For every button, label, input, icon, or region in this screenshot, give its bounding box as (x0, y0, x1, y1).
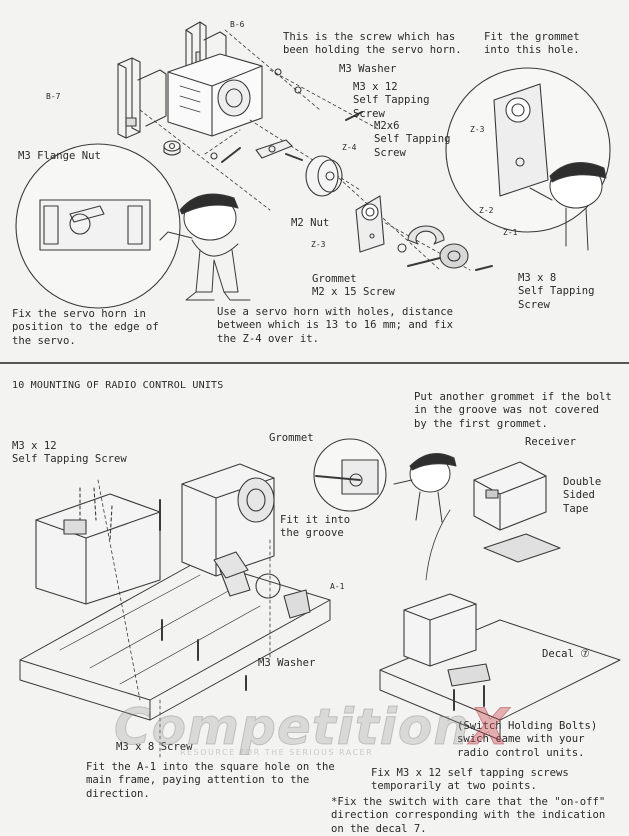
watermark-tagline: RESOURCE FOR THE SERIOUS RACER (180, 748, 374, 757)
watermark-x: X (469, 698, 510, 756)
callout-another-grommet: Put another grommet if the bolt in the g… (414, 391, 612, 430)
callout-m2x6: M2x6 Self Tapping Screw (374, 120, 451, 159)
label-z1: Z-1 (503, 228, 518, 237)
section-heading: 10 MOUNTING OF RADIO CONTROL UNITS (12, 380, 224, 391)
callout-m2-nut: M2 Nut (291, 217, 330, 229)
bracket-b7-drawing (117, 57, 167, 139)
part-z4-drawing (305, 155, 343, 197)
servo-with-grommet-drawing (181, 463, 275, 577)
callout-m3x12: M3 x 12 Self Tapping Screw (353, 81, 430, 120)
label-b7: B-7 (46, 92, 61, 101)
right-servo-drawing (403, 593, 477, 667)
callout-grommet-m2x15: Grommet M2 x 15 Screw (312, 273, 395, 299)
label-a1: A-1 (330, 582, 345, 591)
receiver-drawing (425, 461, 547, 581)
servo-horn-drawing (255, 139, 293, 159)
instruction-fix-m3x12: Fix M3 x 12 self tapping screws temporar… (371, 767, 569, 793)
kid-character-left (159, 193, 251, 301)
section-divider (0, 362, 629, 364)
callout-m3-washer-bottom: M3 Washer (258, 657, 316, 669)
instruction-horn-holes: Use a servo horn with holes, distance be… (217, 306, 453, 345)
callout-screw-horn: This is the screw which has been holding… (283, 31, 462, 57)
callout-m3-flange-nut: M3 Flange Nut (18, 150, 101, 162)
callout-decal: Decal ⑦ (542, 648, 590, 660)
callout-m3x8-screw: M3 x 8 Screw (116, 741, 193, 753)
kid-character-bottom (393, 453, 457, 523)
label-b6: B-6 (230, 20, 245, 29)
flange-nut-drawing (163, 140, 181, 156)
callout-receiver: Receiver (525, 436, 577, 448)
instruction-switch-note: *Fix the switch with care that the "on-o… (331, 796, 606, 835)
callout-switch-bolts: (Switch Holding Bolts) swich came with y… (457, 720, 598, 759)
watermark-word: Competition (114, 698, 470, 756)
servo-body-drawing (167, 53, 263, 137)
instruction-a1-hole: Fit the A-1 into the square hole on the … (86, 761, 335, 800)
kid-character-right (529, 162, 607, 251)
callout-m3x12-left: M3 x 12 Self Tapping Screw (12, 440, 127, 466)
switch-plate-drawing (447, 663, 491, 711)
callout-double-sided-tape: Double Sided Tape (563, 476, 602, 515)
inset-circle-servo-detail (15, 143, 181, 309)
callout-m3-washer: M3 Washer (339, 63, 397, 75)
label-z2: Z-2 (479, 206, 494, 215)
inset-circle-grommet-detail (445, 67, 611, 233)
part-z2-drawing (407, 225, 445, 245)
callout-grommet-hole: Fit the grommet into this hole. (484, 31, 580, 57)
part-z3-drawing (355, 195, 385, 253)
label-z4: Z-4 (342, 143, 357, 152)
instruction-servo-horn: Fix the servo horn in position to the ed… (12, 308, 159, 347)
part-z1-drawing (439, 243, 469, 269)
grommet-detail-inset (313, 438, 387, 512)
label-z3-inset: Z-3 (470, 125, 485, 134)
label-z3: Z-3 (311, 240, 326, 249)
callout-grommet: Grommet (269, 432, 314, 444)
switch-unit-drawing (35, 487, 161, 605)
callout-fit-groove: Fit it into the groove (280, 514, 351, 540)
watermark-logo: CompetitionX (114, 700, 514, 762)
callout-m3x8: M3 x 8 Self Tapping Screw (518, 272, 595, 311)
